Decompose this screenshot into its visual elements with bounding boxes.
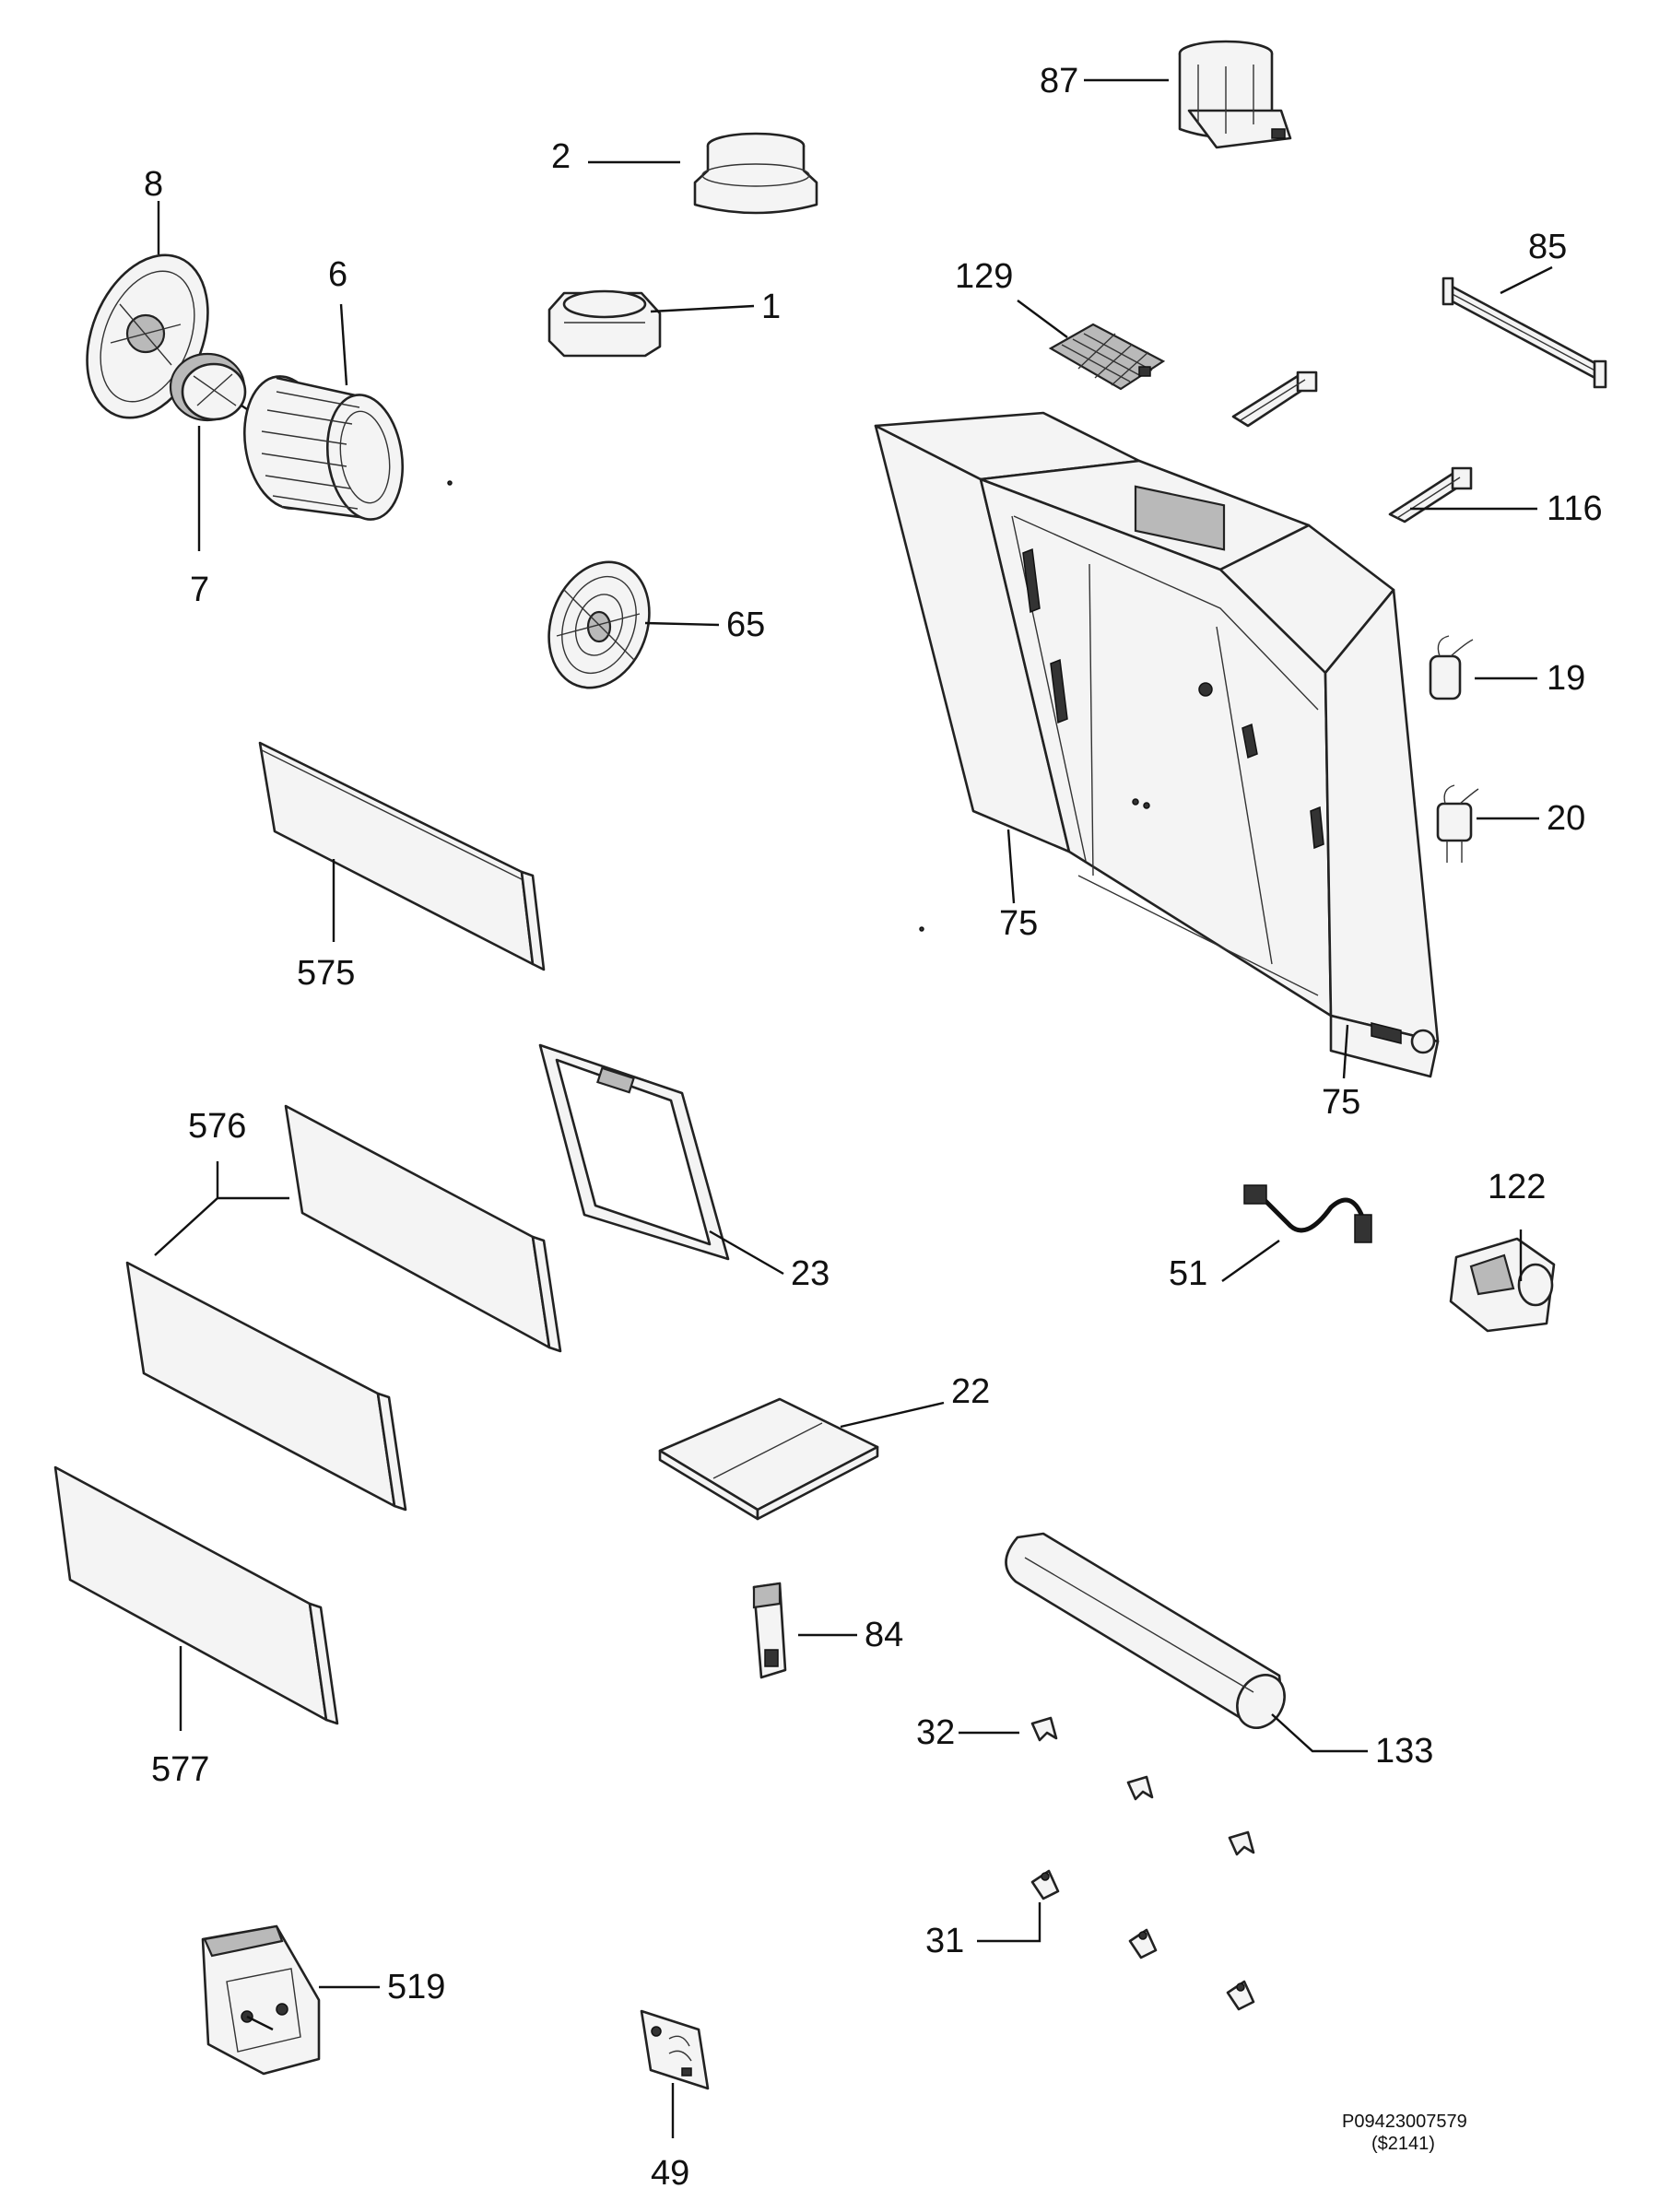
callout-75-a[interactable]: 75 [999,904,1038,943]
doc-ref-code: P09423007579 [1342,2112,1467,2132]
part-576-panel-upper[interactable] [284,1104,562,1353]
leader-65 [644,621,720,627]
part-133-handle-tube[interactable] [1005,1532,1293,1736]
leader-576 [154,1161,289,1256]
callout-133[interactable]: 133 [1375,1732,1433,1771]
part-31-foot-a[interactable] [1030,1869,1060,1900]
callout-87[interactable]: 87 [1040,62,1078,100]
callout-116[interactable]: 116 [1547,489,1603,528]
callout-575[interactable]: 575 [297,954,355,993]
leader-6 [339,303,348,386]
leader-31 [977,1902,1041,1943]
part-87-duct-adapter[interactable] [1178,40,1292,149]
part-31-foot-b[interactable] [1128,1928,1158,1959]
callout-577[interactable]: 577 [151,1750,209,1789]
callout-20[interactable]: 20 [1547,799,1585,838]
leader-133 [1271,1713,1368,1753]
callout-7[interactable]: 7 [190,571,209,609]
part-122-switch-bracket[interactable] [1449,1237,1556,1333]
callout-51[interactable]: 51 [1169,1254,1207,1293]
part-32-clip-c[interactable] [1228,1830,1255,1856]
callout-49[interactable]: 49 [651,2154,689,2193]
callout-22[interactable]: 22 [951,1372,990,1411]
part-51-wiring-harness[interactable] [1243,1184,1372,1243]
part-49-pcb[interactable] [640,2009,710,2090]
part-22-carbon-filter[interactable] [658,1397,879,1521]
part-519-control-box[interactable] [201,1924,321,2076]
stray-dot [447,480,453,486]
callout-2[interactable]: 2 [551,137,571,176]
part-576-panel-lower[interactable] [125,1261,407,1512]
callout-84[interactable]: 84 [865,1616,903,1654]
part-6-blower-wheel[interactable] [236,371,410,524]
part-75-hood-body[interactable] [874,411,1440,1078]
callout-75-b[interactable]: 75 [1322,1083,1360,1122]
callout-6[interactable]: 6 [328,255,347,294]
callout-129[interactable]: 129 [955,257,1013,296]
part-84-cover[interactable] [752,1582,787,1679]
callout-19[interactable]: 19 [1547,659,1585,698]
callout-576[interactable]: 576 [188,1107,246,1146]
part-1-flange[interactable] [547,289,662,358]
leader-75-a [1006,829,1016,904]
doc-ref-sub: ($2141) [1371,2134,1435,2154]
leader-85 [1500,265,1553,295]
part-116-bracket-b[interactable] [1388,466,1473,524]
part-7-motor[interactable] [169,352,259,422]
leader-129 [1017,300,1068,338]
part-20-capacitor[interactable] [1436,784,1479,863]
part-85-rail[interactable] [1442,276,1607,389]
part-2-reducer[interactable] [693,132,818,215]
stray-dot [919,926,924,932]
callout-65[interactable]: 65 [726,606,765,644]
part-19-capacitor[interactable] [1429,635,1474,700]
part-23-filter-frame[interactable] [538,1043,730,1261]
part-65-grille[interactable] [532,547,666,701]
leader-75-b [1342,1024,1349,1079]
callout-1[interactable]: 1 [761,288,781,326]
part-32-clip-a[interactable] [1030,1716,1058,1742]
part-577-panel[interactable] [53,1465,339,1725]
callout-122[interactable]: 122 [1488,1168,1546,1206]
callout-519[interactable]: 519 [387,1968,445,2006]
part-116-bracket-a[interactable] [1231,371,1318,428]
callout-23[interactable]: 23 [791,1254,830,1293]
part-32-clip-b[interactable] [1126,1775,1154,1801]
leader-22 [840,1401,945,1429]
leader-51 [1221,1240,1280,1282]
part-31-foot-c[interactable] [1226,1980,1255,2011]
callout-8[interactable]: 8 [144,165,163,204]
part-129-grid-filter[interactable] [1048,323,1166,391]
leader-23 [709,1230,784,1276]
callout-31[interactable]: 31 [925,1922,964,1960]
callout-85[interactable]: 85 [1528,228,1567,266]
leader-1 [650,304,755,313]
part-575-panel[interactable] [258,741,546,971]
callout-32[interactable]: 32 [916,1713,955,1752]
